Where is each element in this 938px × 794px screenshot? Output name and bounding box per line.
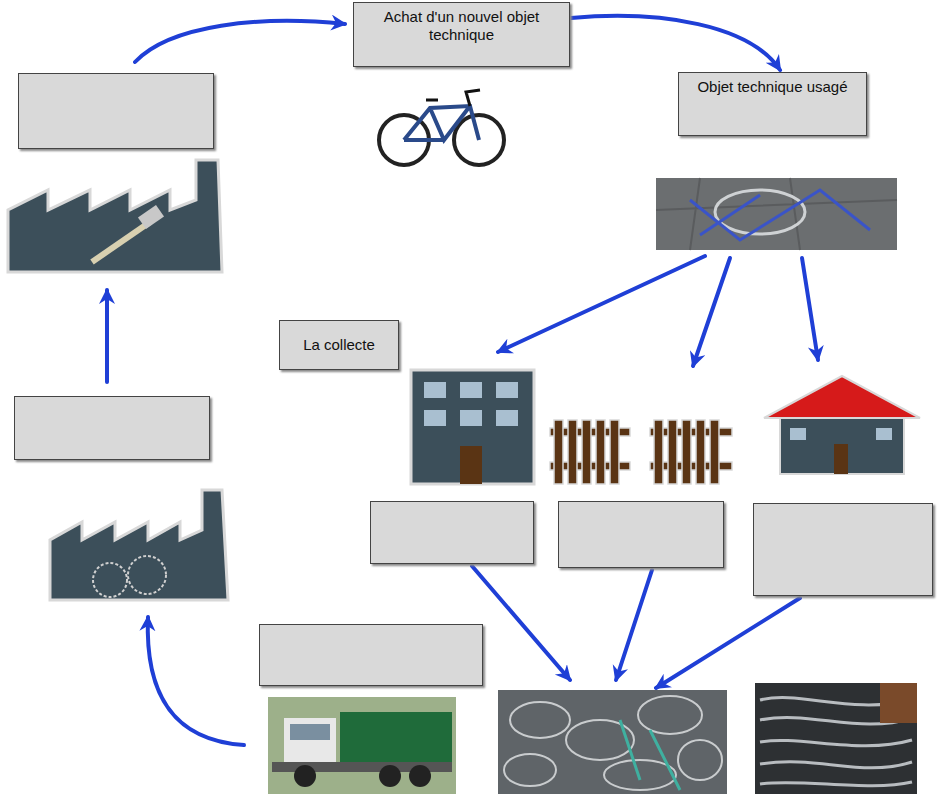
process-box: La collecte — [279, 320, 399, 370]
flow-arrow — [693, 258, 730, 366]
flow-arrow — [135, 21, 345, 62]
flow-arrow — [105, 290, 109, 382]
blank-box — [753, 503, 933, 596]
factory-icon — [8, 160, 222, 272]
flow-arrow — [498, 256, 705, 352]
blank-box — [18, 73, 214, 149]
process-box: Achat d'un nouvel objet technique — [353, 2, 570, 67]
blank-box — [14, 396, 210, 460]
flow-arrow — [616, 570, 652, 680]
scrap-bale-photo — [755, 683, 917, 794]
truck-photo — [268, 697, 456, 794]
box-label: Achat d'un nouvel objet technique — [360, 8, 563, 44]
box-label: Objet technique usagé — [697, 78, 847, 96]
process-box: Objet technique usagé — [678, 72, 867, 136]
flow-arrow — [472, 566, 570, 680]
blank-box — [558, 501, 724, 568]
building-icon — [411, 370, 534, 484]
flow-arrow — [656, 598, 800, 688]
fence-icon — [550, 420, 732, 484]
house-icon — [764, 376, 920, 474]
used-bike-photo — [656, 178, 897, 250]
flow-arrow — [802, 258, 818, 360]
factory-icon — [50, 490, 228, 600]
blank-box — [370, 501, 534, 564]
flow-arrow — [571, 16, 780, 70]
flow-arrow — [148, 617, 244, 745]
blank-box — [259, 624, 483, 686]
scrap-photo — [498, 690, 727, 794]
box-label: La collecte — [303, 336, 375, 354]
bicycle-icon — [379, 90, 504, 165]
